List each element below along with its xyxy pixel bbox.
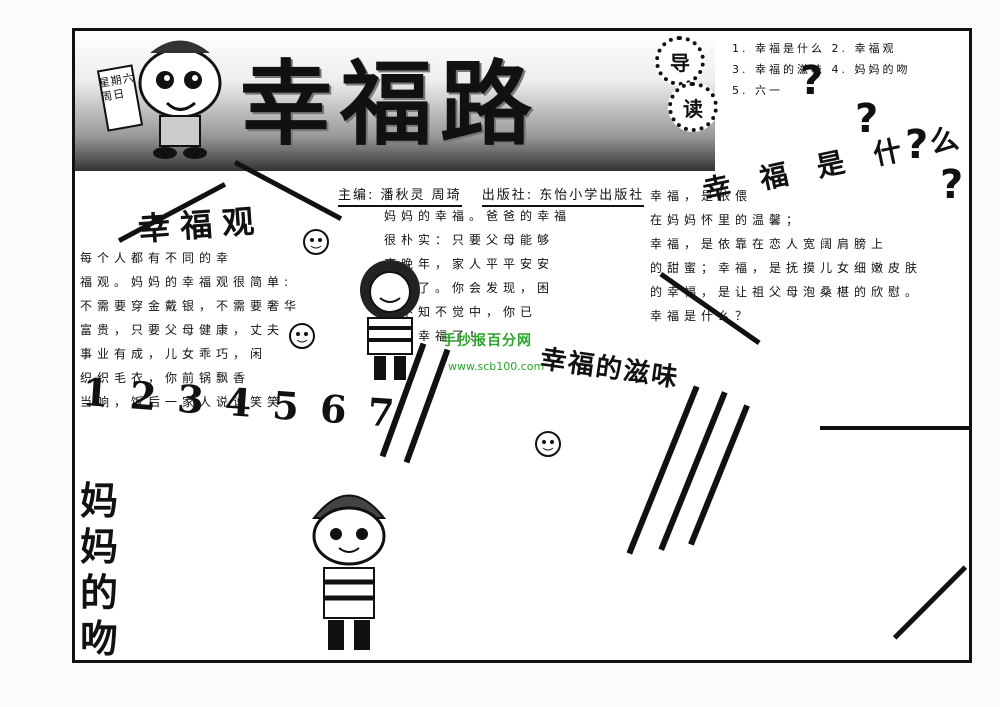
watermark-url: www.scb100.com [448, 360, 545, 373]
right-column-text: 幸福，是依偎 在妈妈怀里的温馨； 幸福，是依靠在恋人宽阔肩膀上 的甜蜜；幸福，是… [650, 189, 923, 323]
cartoon-boy-icon [96, 40, 222, 159]
toc-line-3: 5. 六一 [732, 84, 783, 97]
exclaim-icon-2: ? [855, 96, 879, 142]
sun-face-icon [289, 323, 315, 349]
divider-right [820, 426, 970, 430]
page-title: 幸福路 [240, 50, 541, 158]
editor-credit: 主编: 潘秋灵 周琦 [338, 188, 462, 207]
middle-column-text: 妈妈的幸福。爸爸的幸福 很朴实：只要父母能够 度晚年，家人平平安安 就行了。你会… [384, 209, 572, 343]
badge-bottom: 读 [668, 82, 718, 132]
exclaim-icon-1: ? [800, 58, 824, 104]
table-of-contents: 1. 幸福是什么 2. 幸福观 3. 幸福的滋味 4. 妈妈的吻 5. 六一 [732, 38, 910, 101]
exclaim-icon-4: ? [940, 162, 964, 208]
toc-line-1: 1. 幸福是什么 2. 幸福观 [732, 42, 897, 55]
left-column-text: 每个人都有不同的幸 福观。妈妈的幸福观很简单: 不需要穿金戴银，不需要奢华 富贵… [80, 251, 302, 409]
cartoon-bottom-icon [311, 494, 387, 650]
sun-face-icon [535, 431, 561, 457]
section-heading-mothers-kiss: 妈妈的吻 [79, 479, 118, 661]
toc-line-2: 3. 幸福的滋味 4. 妈妈的吻 [732, 63, 911, 76]
editor-line: 主编: 潘秋灵 周琦 出版社: 东怡小学出版社 [338, 184, 658, 207]
publisher-credit: 出版社: 东怡小学出版社 [481, 188, 645, 207]
cartoon-girl-icon [360, 260, 420, 380]
exclaim-icon-3: ? [905, 122, 929, 168]
sun-face-icon [303, 229, 329, 255]
badge-top: 导 [655, 36, 705, 86]
watermark-logo: 手抄报百分网 [442, 333, 532, 349]
